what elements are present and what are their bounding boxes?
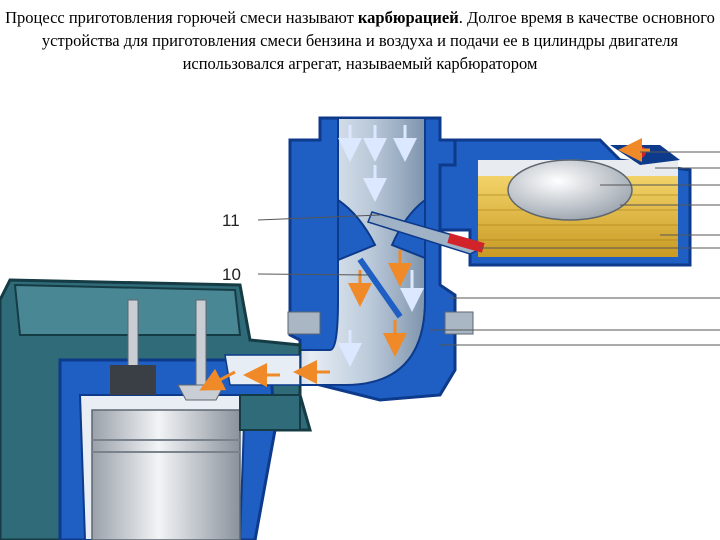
carburetor-diagram: 11 10 [0,116,720,540]
callout-lines [257,151,720,346]
float-chamber [438,138,692,267]
caption-part-2: . Долгое время в качестве основного устр… [41,8,715,73]
intake-valve [195,299,207,386]
throttle-valve [357,257,403,319]
piston [91,409,241,540]
exhaust-valve [127,299,139,376]
caption-term: карбюрацией [357,8,459,27]
engine-block [0,278,312,540]
venturi [337,198,377,262]
label-10: 10 [222,265,241,284]
mixture-flow-arrows [199,138,650,391]
caption-text: Процесс приготовления горючей смеси назы… [0,6,720,75]
label-11: 11 [222,211,240,230]
caption-part-1: Процесс приготовления горючей смеси назы… [5,8,358,27]
float [507,159,633,221]
air-flow-arrows [338,125,424,367]
